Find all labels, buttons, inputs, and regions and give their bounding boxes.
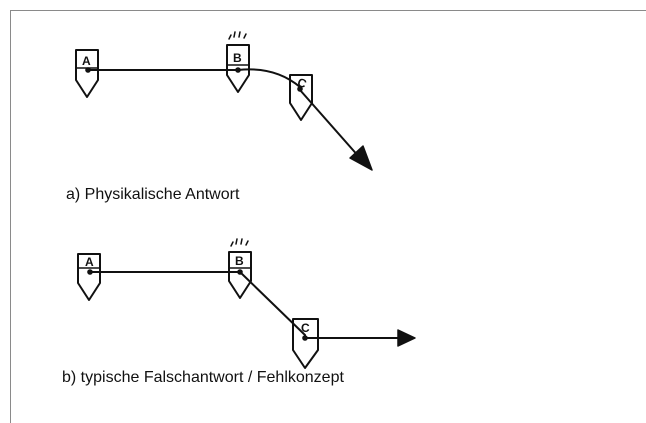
frame-top-line: [10, 10, 646, 11]
node-a-B: [226, 31, 250, 93]
node-b-C-label: C: [301, 321, 310, 335]
arrowhead-b: [397, 329, 416, 347]
node-b-A: [77, 253, 101, 301]
glow-icon: [230, 238, 249, 247]
node-a-A-label: A: [82, 54, 91, 68]
path-a-curve: [237, 68, 301, 88]
diagram-b: [77, 238, 416, 369]
node-a-C-label: C: [296, 75, 309, 91]
path-a-exit: [299, 89, 361, 159]
node-b-C: [292, 318, 319, 369]
node-a-A: [75, 49, 99, 98]
caption-b: b) typische Falschantwort / Fehlkonzept: [62, 369, 344, 386]
node-b-B-label: B: [235, 254, 244, 268]
node-a-C: [289, 74, 313, 121]
arrowhead-a: [349, 145, 373, 171]
frame-left-line: [10, 10, 11, 423]
diagram-a: [75, 31, 373, 171]
caption-a: a) Physikalische Antwort: [66, 186, 240, 203]
node-b-A-label: A: [85, 255, 94, 269]
node-b-B: [228, 238, 252, 299]
glow-icon: [228, 31, 247, 40]
node-a-B-label: B: [233, 51, 242, 65]
